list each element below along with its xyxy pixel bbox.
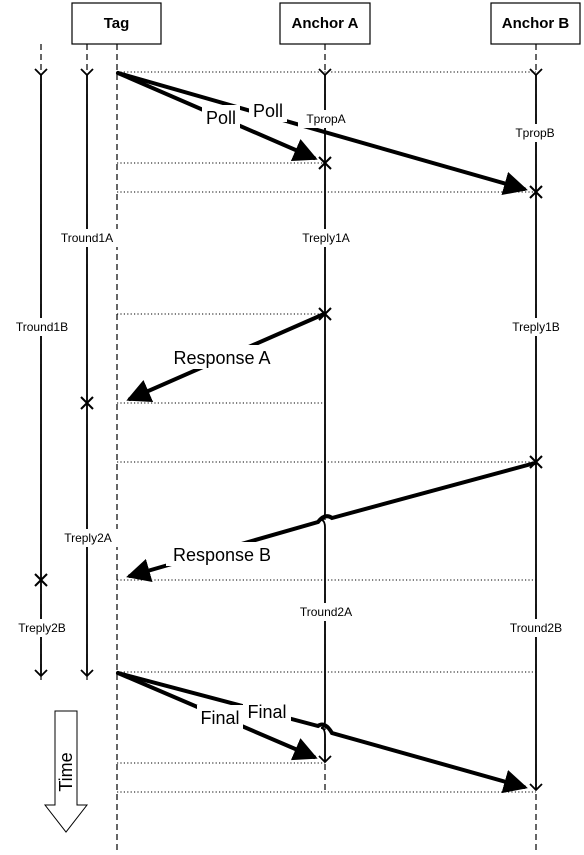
response-b-label: Response B — [173, 545, 271, 565]
time-label: Time — [56, 752, 76, 791]
time-arrow-shape — [43, 710, 89, 833]
poll-a-label: Poll — [206, 108, 236, 128]
interval-spans — [34, 68, 543, 792]
treply2b-label: Treply2B — [18, 621, 66, 635]
anchor-a-header: Anchor A — [279, 2, 371, 45]
final-a-label: Final — [200, 708, 239, 728]
tround2a-label: Tround2A — [300, 605, 352, 619]
x-mark-tag-response-b — [34, 573, 48, 587]
anchor-b-header-label: Anchor B — [502, 15, 570, 32]
interval-labels: Tround1B Tround1A Treply2A Treply2B Tpro… — [8, 110, 572, 637]
message-labels: Poll Poll Response A Response B Final Fi… — [166, 98, 291, 729]
tround2a-span — [318, 314, 332, 764]
message-arrows — [116, 71, 537, 794]
poll-b-label: Poll — [253, 101, 283, 121]
x-mark-tag-response-a — [80, 396, 94, 410]
dotted-guides — [117, 71, 536, 793]
time-arrow: Time — [43, 710, 89, 833]
final-b-label: Final — [247, 702, 286, 722]
final-b-arrow — [116, 671, 528, 794]
x-mark-anchor-b-poll — [529, 185, 543, 199]
anchor-b-header: Anchor B — [490, 2, 581, 45]
tround1b-label: Tround1B — [16, 320, 68, 334]
poll-b-arrow — [116, 71, 528, 196]
treply1b-label: Treply1B — [512, 320, 560, 334]
tag-header-label: Tag — [104, 15, 130, 32]
tpropa-label: TpropA — [306, 112, 345, 126]
anchor-a-header-label: Anchor A — [292, 15, 359, 32]
response-b-arrow — [126, 461, 537, 583]
treply1a-label: Treply1A — [302, 231, 350, 245]
x-markers — [34, 156, 543, 587]
tpropb-label: TpropB — [515, 126, 554, 140]
treply2a-label: Treply2A — [64, 531, 112, 545]
tround2b-label: Tround2B — [510, 621, 562, 635]
response-a-label: Response A — [173, 348, 270, 368]
x-mark-anchor-a-poll — [318, 156, 332, 170]
tag-header: Tag — [71, 2, 162, 45]
tround1a-label: Tround1A — [61, 231, 113, 245]
